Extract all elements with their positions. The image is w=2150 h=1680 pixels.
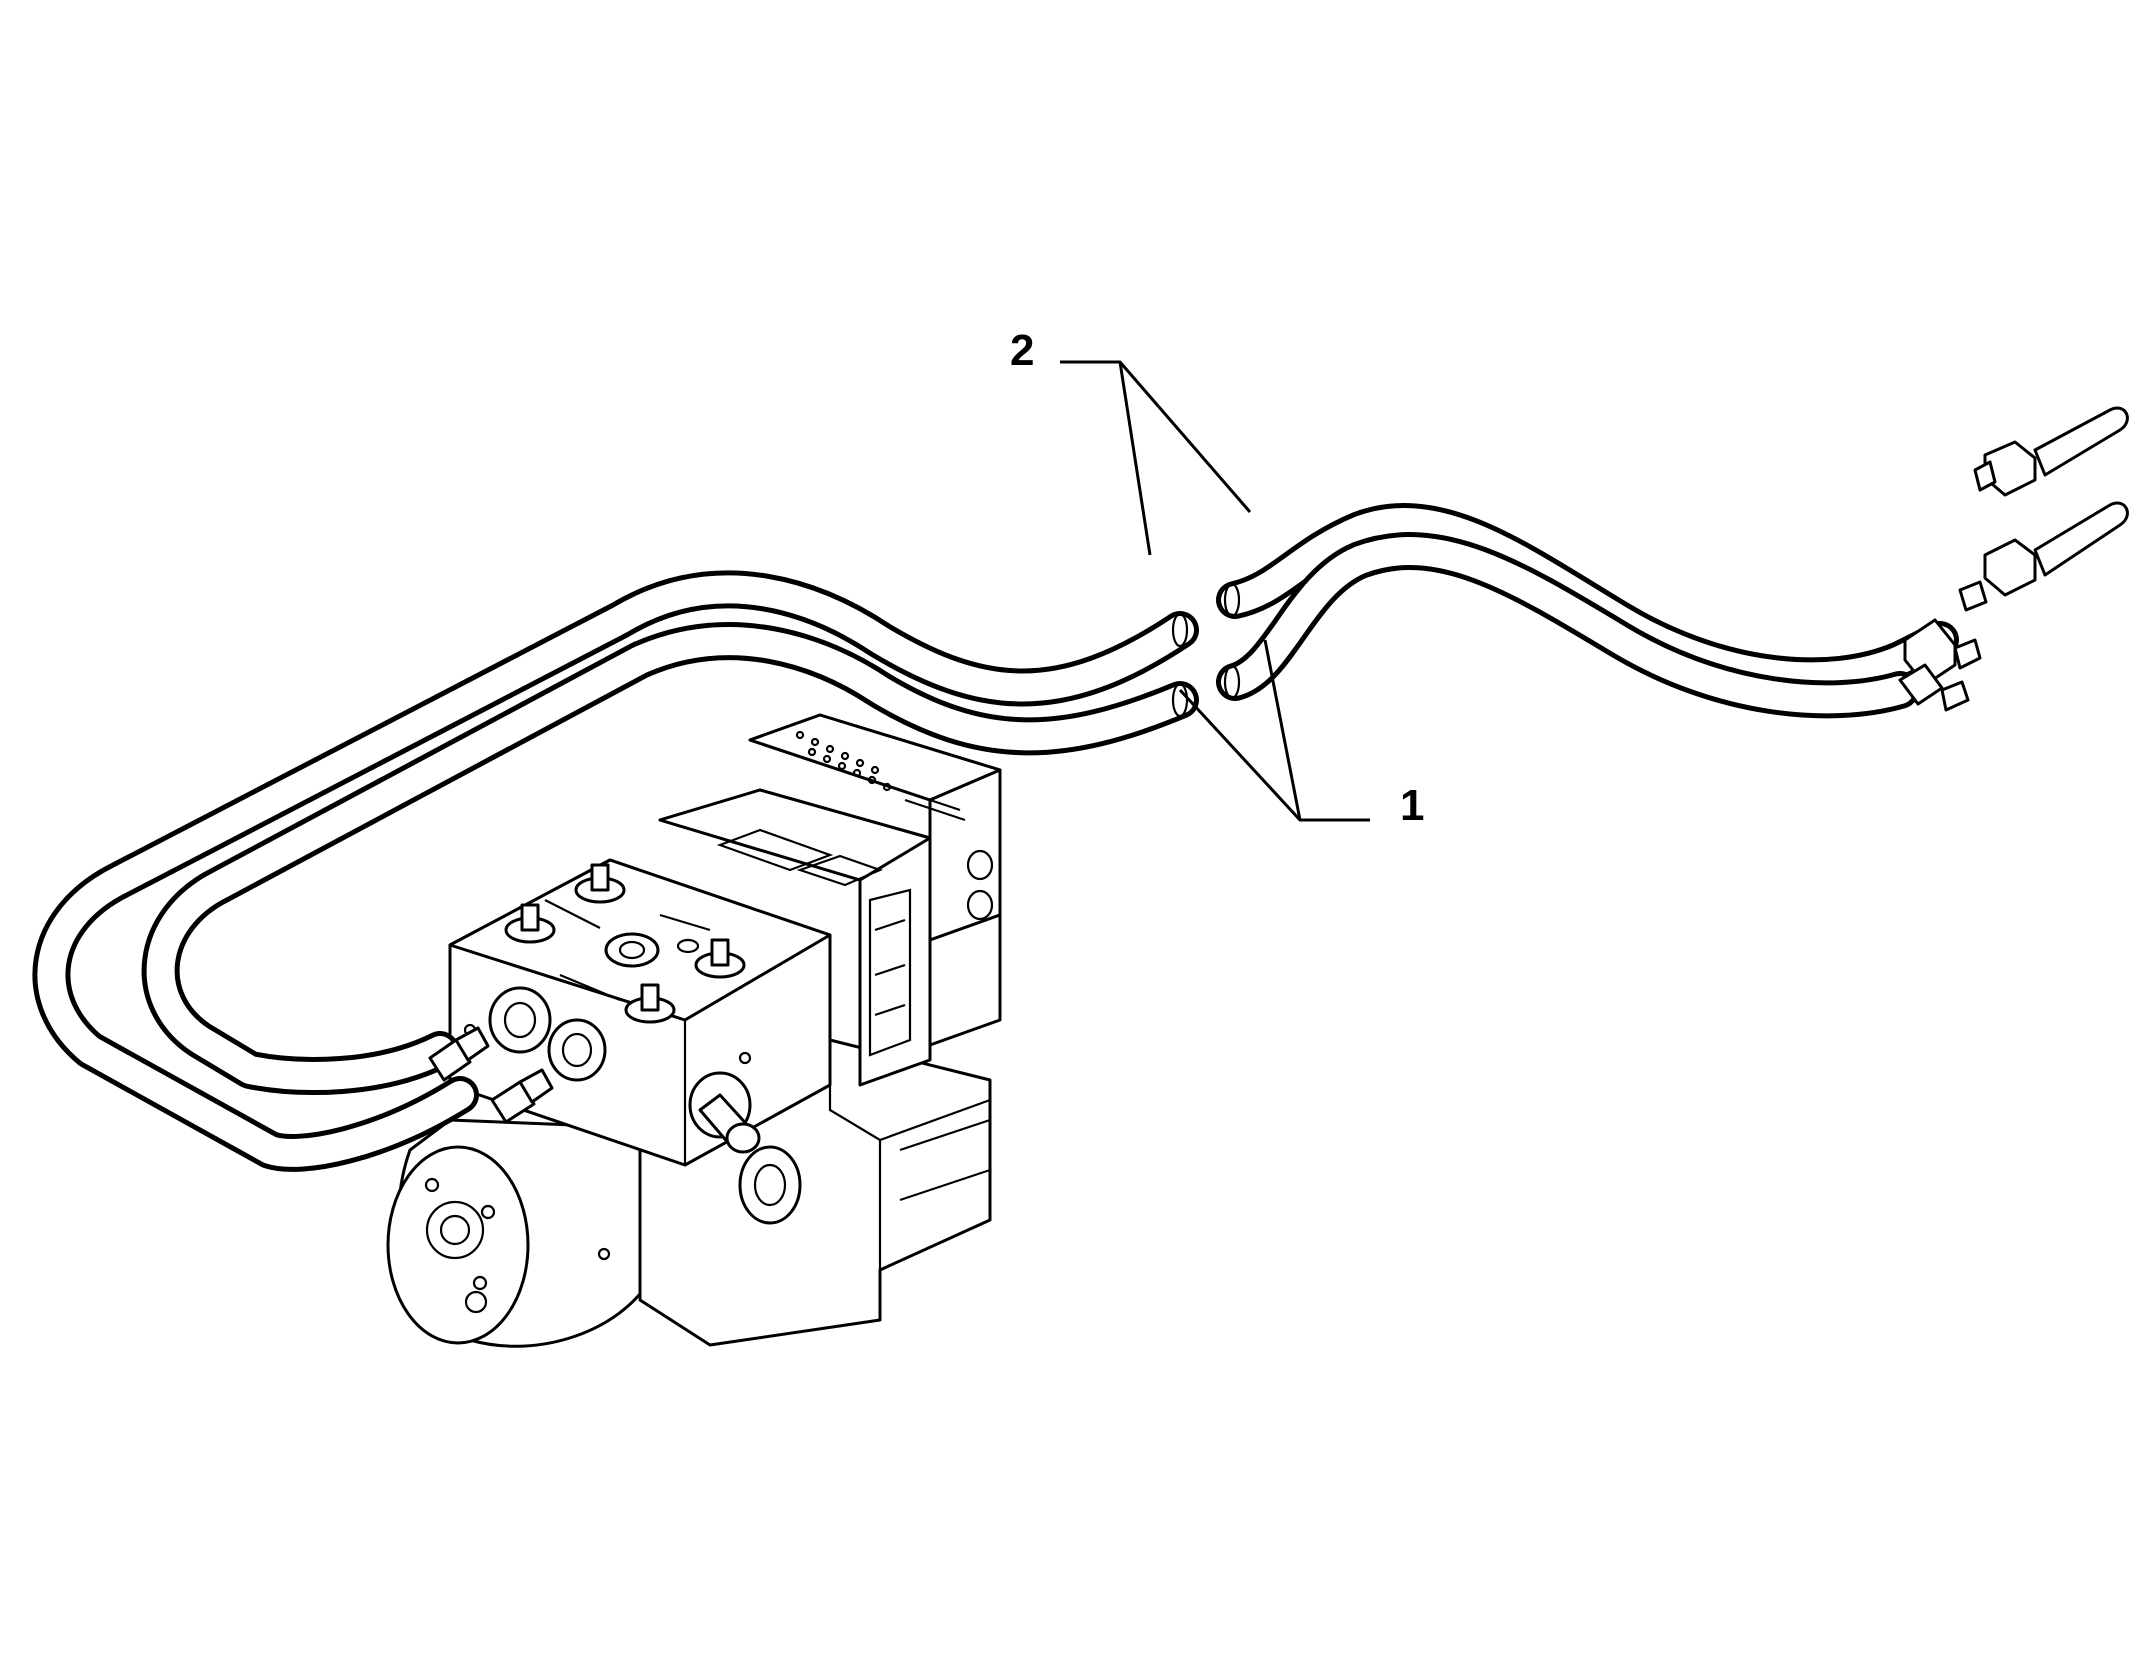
callout-label-2: 2 — [1010, 326, 1034, 375]
brake-pipe-1 — [32, 503, 1959, 1172]
leader-line-1 — [1178, 639, 1370, 822]
callout-1: 1 — [1178, 639, 1424, 830]
leader-line-2 — [1060, 360, 1252, 556]
pipe-break-ends — [1171, 582, 1241, 718]
pipe-union-nut-icon — [428, 406, 2129, 1124]
brake-pipe-2 — [141, 532, 1919, 1095]
callout-label-1: 1 — [1400, 781, 1424, 830]
abs-hydraulic-unit-icon — [386, 713, 1002, 1348]
callout-2: 2 — [1010, 326, 1252, 556]
